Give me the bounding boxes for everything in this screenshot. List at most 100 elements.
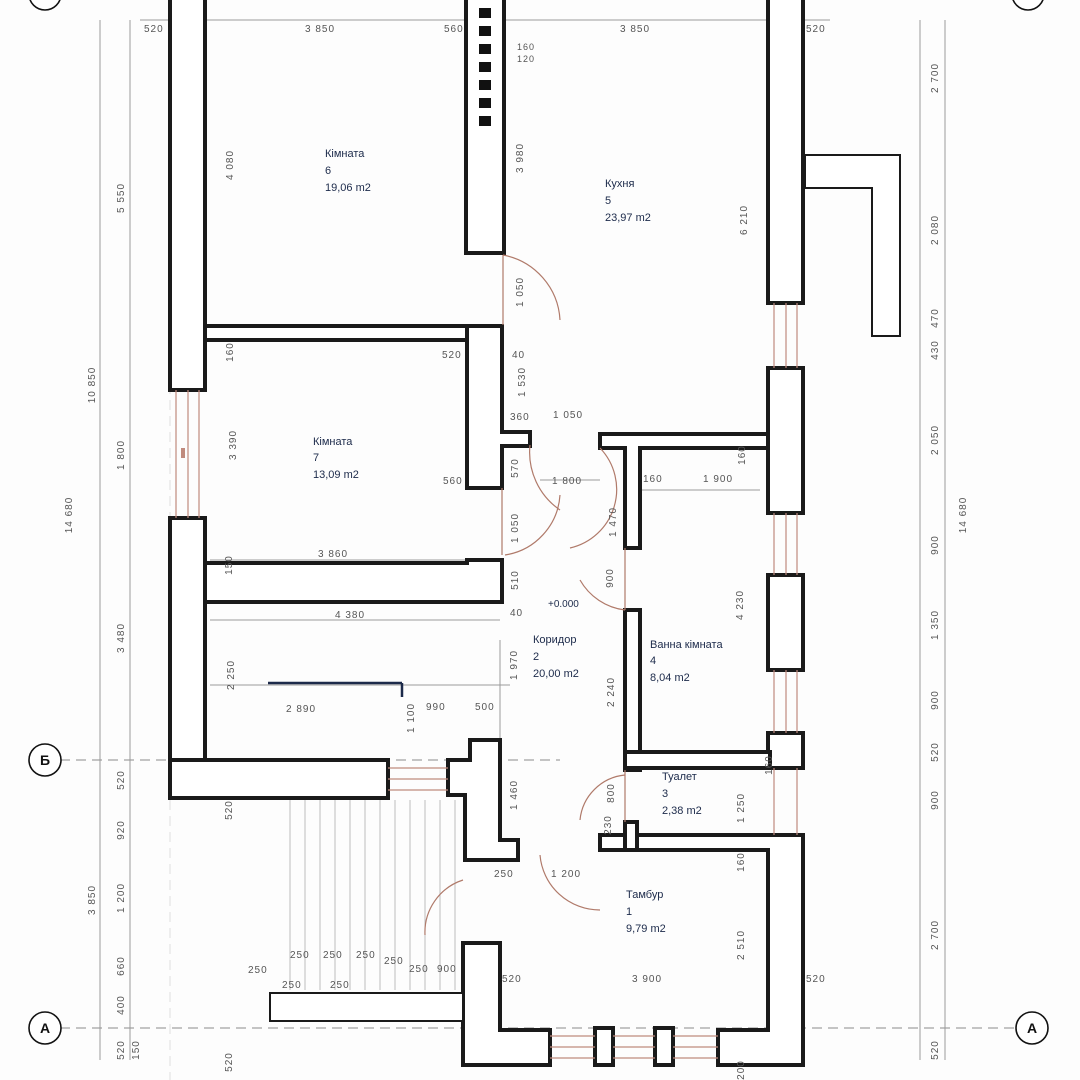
room-6-area: 19,06 m2: [325, 182, 371, 194]
room-4-area: 8,04 m2: [650, 672, 690, 684]
dim: 250: [282, 980, 302, 991]
dim: 250: [290, 950, 310, 961]
dim: 1 970: [509, 650, 520, 680]
vent-holes: [479, 8, 491, 126]
dim: 230: [603, 815, 614, 835]
vent-block: [464, 0, 506, 255]
dim: 2 510: [736, 930, 747, 960]
dim: 520: [806, 24, 826, 35]
dim: 920: [116, 820, 127, 840]
dim: 360: [510, 412, 530, 423]
column-entrance: [446, 738, 520, 862]
wall-left-top: [168, 0, 207, 392]
dim: 3 850: [87, 885, 98, 915]
dim: 250: [494, 869, 514, 880]
room-7-number: 7: [313, 452, 319, 464]
dim: 250: [409, 964, 429, 975]
dim: 250: [330, 980, 350, 991]
axis-label-b: Б: [40, 752, 50, 768]
wall-pillar-1: [593, 1026, 615, 1067]
dim: 900: [930, 790, 941, 810]
dim: 900: [605, 568, 616, 588]
dim: 1 200: [116, 883, 127, 913]
dim: 3 390: [228, 430, 239, 460]
dim: 470: [930, 308, 941, 328]
room-7-name: Кімната: [313, 436, 353, 448]
dim: 4 380: [335, 610, 365, 621]
dim: 3 480: [116, 623, 127, 653]
dim: 520: [116, 1040, 127, 1060]
dim: 520: [116, 770, 127, 790]
windows: [175, 303, 798, 1059]
room-3-name: Туалет: [662, 771, 697, 783]
axis-label-a-right: А: [1027, 1020, 1037, 1036]
doors: [424, 254, 626, 936]
dim: 14 680: [64, 497, 75, 534]
room-3-area: 2,38 m2: [662, 805, 702, 817]
wall-pillar-2: [653, 1026, 675, 1067]
dim: 1 050: [515, 277, 526, 307]
dim: 3 980: [515, 143, 526, 173]
dim: 2 700: [930, 920, 941, 950]
dim: 5 550: [116, 183, 127, 213]
dimension-labels: 520 3 850 560 3 850 520 160 120 4 080 3 …: [64, 24, 969, 1080]
room-1-name: Тамбур: [626, 889, 663, 901]
dim: 1 200: [551, 869, 581, 880]
dim: 3 850: [305, 24, 335, 35]
wall-tambur-right: [598, 833, 805, 1067]
room-labels: Кімната 6 19,06 m2 Кухня 5 23,97 m2 Кімн…: [313, 148, 723, 935]
dim: 3 900: [632, 974, 662, 985]
dim: 560: [443, 476, 463, 487]
dim: 900: [437, 964, 457, 975]
dim: 660: [116, 956, 127, 976]
wall-left-bottom: [168, 516, 207, 800]
dim: 1 460: [509, 780, 520, 810]
dim: 1 250: [736, 793, 747, 823]
dim: 2 240: [606, 677, 617, 707]
dim: 200: [736, 1060, 747, 1080]
room-2-area: 20,00 m2: [533, 668, 579, 680]
dim: 520: [930, 1040, 941, 1060]
dim: 430: [930, 340, 941, 360]
wall-right-mid2: [766, 573, 805, 672]
dim: 2 700: [930, 63, 941, 93]
wall-bath-left: [623, 608, 642, 772]
dim: 400: [116, 995, 127, 1015]
dim: 250: [323, 950, 343, 961]
dim: 1 100: [406, 703, 417, 733]
dim: 2 050: [930, 425, 941, 455]
dim: 4 080: [225, 150, 236, 180]
dim: 10 850: [87, 367, 98, 404]
dim: 4 230: [735, 590, 746, 620]
dim: 160: [225, 342, 236, 362]
dim: 1 800: [116, 440, 127, 470]
dim: 160: [643, 474, 663, 485]
dim: 250: [384, 956, 404, 967]
walls: [168, 0, 901, 1067]
porch-outline: [804, 154, 901, 337]
room-6-number: 6: [325, 165, 331, 177]
dim: 40: [512, 350, 525, 361]
wall-toilet-top: [623, 750, 772, 770]
dim: 1 470: [608, 507, 619, 537]
wall-left-room-bottom: [168, 758, 390, 800]
dim: 520: [224, 1052, 235, 1072]
wall-room6-bottom: [203, 324, 497, 342]
dim: 560: [444, 24, 464, 35]
dim: 150: [224, 555, 235, 575]
dim: 3 860: [318, 549, 348, 560]
dim: 40: [510, 608, 523, 619]
dim: 520: [502, 974, 522, 985]
dim: 900: [930, 690, 941, 710]
dim: 800: [606, 783, 617, 803]
axis-label-v: В: [40, 0, 50, 3]
dim: 3 850: [620, 24, 650, 35]
dim: 1 050: [510, 513, 521, 543]
dim: 2 080: [930, 215, 941, 245]
dim: 520: [806, 974, 826, 985]
wall-right-top: [766, 0, 805, 305]
dim: 500: [475, 702, 495, 713]
dim: 160: [764, 755, 775, 775]
dim: 1 050: [553, 410, 583, 421]
